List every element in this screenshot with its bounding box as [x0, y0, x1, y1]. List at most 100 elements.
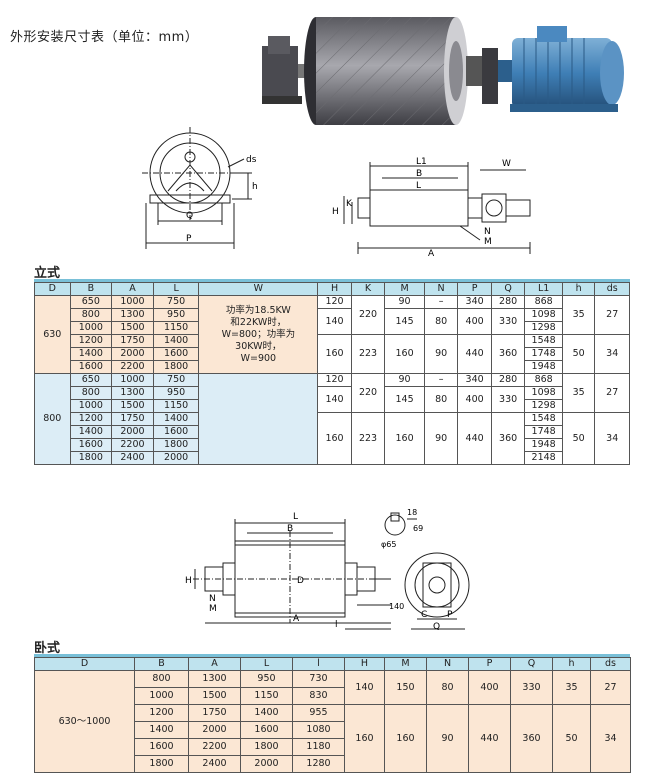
table-cell: 1400 [134, 721, 189, 739]
table-cell: 1000 [111, 295, 154, 309]
h-label-m: M [209, 604, 217, 614]
table-cell: 1400 [69, 347, 113, 361]
table-cell: 360 [510, 704, 553, 773]
table-cell: 50 [561, 412, 596, 465]
header-cell: K [350, 282, 386, 296]
header-cell: l [292, 657, 345, 671]
product-photo [262, 17, 624, 125]
table-cell: 90 [384, 373, 425, 387]
front-view-drawing: ds h Q P [142, 127, 258, 249]
h-label-phi65: φ65 [381, 540, 396, 549]
table-cell: 1150 [152, 321, 200, 335]
table-cell: 1800 [152, 438, 200, 452]
table-cell: 220 [350, 295, 386, 335]
h-label-a: A [293, 614, 300, 624]
horizontal-section-label: 卧式 [34, 641, 61, 656]
table-cell: 1400 [69, 425, 113, 439]
label-b: B [416, 169, 422, 179]
header-cell: M [384, 657, 427, 671]
table-cell: 1300 [111, 308, 154, 322]
table-cell: 800 [69, 386, 113, 400]
d-cell: 630～1000 [34, 670, 135, 773]
table-cell: 140 [317, 308, 352, 335]
label-h: h [252, 182, 258, 192]
h-label-18: 18 [407, 508, 417, 517]
table-cell: 50 [561, 334, 596, 374]
header-cell: W [198, 282, 319, 296]
table-cell: 1000 [134, 687, 189, 705]
table-cell: 34 [594, 412, 630, 465]
table-cell: 360 [490, 334, 526, 374]
table-cell: 440 [457, 412, 492, 465]
table-cell: 2200 [111, 360, 154, 374]
label-m: M [484, 237, 492, 247]
header-cell: N [423, 282, 459, 296]
header-cell: Q [490, 282, 526, 296]
table-cell: 27 [590, 670, 631, 705]
h-label-l: L [293, 512, 298, 522]
header-cell: h [561, 282, 596, 296]
table-cell: 1800 [69, 451, 113, 465]
table-cell: 90 [384, 295, 425, 309]
table-cell: 120 [317, 295, 352, 309]
table-cell: 950 [240, 670, 293, 688]
table-cell: 1300 [111, 386, 154, 400]
table-cell: 330 [510, 670, 553, 705]
table-cell: 90 [426, 704, 469, 773]
table-cell: 1400 [240, 704, 293, 722]
header-cell: h [552, 657, 591, 671]
table-cell: 160 [384, 704, 427, 773]
table-cell: 750 [152, 373, 200, 387]
w-note-cell [198, 373, 319, 465]
label-p: P [186, 234, 192, 244]
h-label-l-small: l [335, 620, 338, 630]
table-cell: 800 [69, 308, 113, 322]
table-cell: 1150 [240, 687, 293, 705]
table-cell: 1600 [69, 360, 113, 374]
table-cell: 1750 [111, 412, 154, 426]
table-cell: 400 [457, 308, 492, 335]
table-cell: 2200 [111, 438, 154, 452]
table-cell: 2000 [111, 425, 154, 439]
table-cell: 1180 [292, 738, 345, 756]
label-h-side: H [332, 207, 339, 217]
table-cell: 330 [490, 386, 526, 413]
label-q: Q [186, 211, 193, 221]
table-cell: 160 [317, 412, 352, 465]
table-cell: 35 [561, 373, 596, 413]
table-cell: 1200 [134, 704, 189, 722]
header-cell: H [344, 657, 385, 671]
table-cell: 800 [134, 670, 189, 688]
header-cell: N [426, 657, 469, 671]
table-cell: 1150 [152, 399, 200, 413]
table-cell: 1098 [524, 308, 563, 322]
table-cell: 955 [292, 704, 345, 722]
table-cell: 1000 [69, 321, 113, 335]
h-label-140: 140 [389, 602, 404, 611]
label-n: N [484, 227, 491, 237]
table-cell: 90 [423, 334, 459, 374]
table-cell: 1948 [524, 360, 563, 374]
table-cell: 1400 [152, 334, 200, 348]
table-cell: 1400 [152, 412, 200, 426]
table-cell: 223 [350, 334, 386, 374]
standing-table-topbar [34, 279, 630, 282]
table-cell: 1548 [524, 334, 563, 348]
h-label-h: H [185, 576, 192, 586]
table-cell: 1098 [524, 386, 563, 400]
table-cell: 80 [423, 308, 459, 335]
table-cell: 1600 [240, 721, 293, 739]
table-cell: 1800 [134, 755, 189, 773]
header-cell: Q [510, 657, 553, 671]
header-cell: B [134, 657, 189, 671]
table-cell: 1200 [69, 334, 113, 348]
table-cell: 27 [594, 373, 630, 413]
h-label-q: Q [433, 622, 440, 632]
header-cell: L [152, 282, 200, 296]
table-cell: 650 [69, 373, 113, 387]
table-cell: 90 [423, 412, 459, 465]
